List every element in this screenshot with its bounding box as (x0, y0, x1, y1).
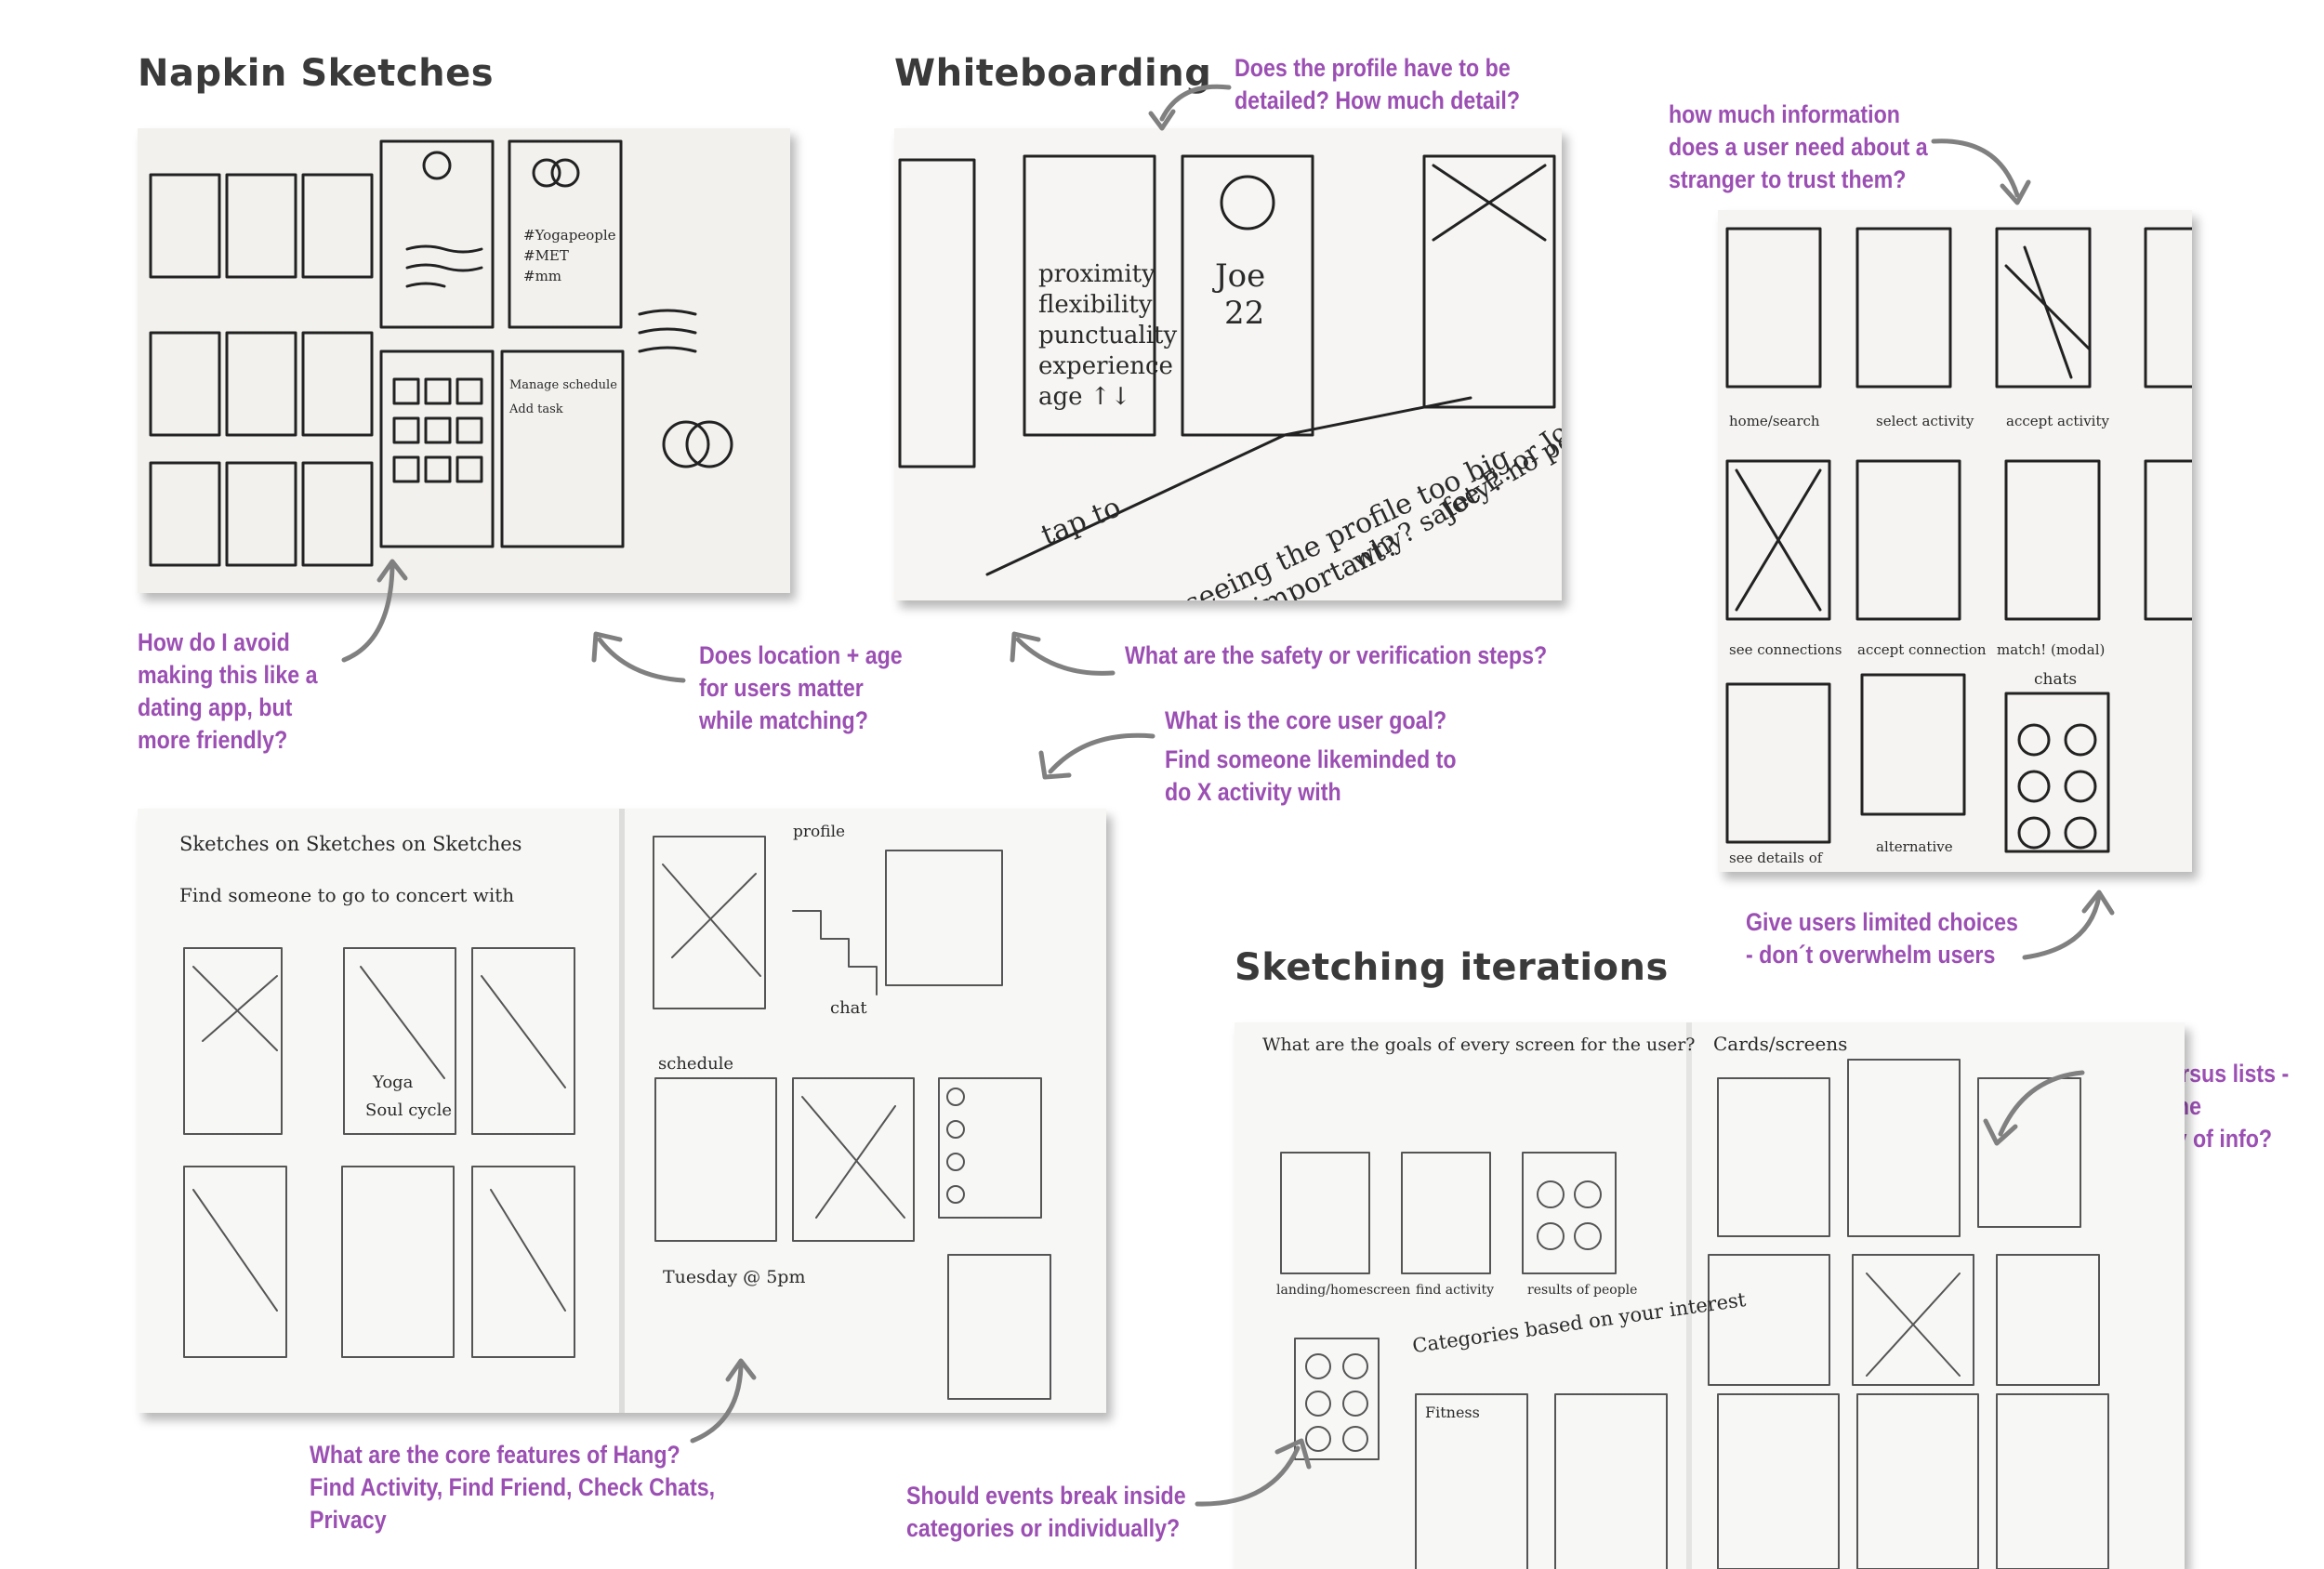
svg-text:accept connection: accept connection (1857, 641, 1987, 658)
arrow-cards-vs-lists (1983, 1070, 2085, 1146)
svg-text:landing/homescreen: landing/homescreen (1276, 1283, 1410, 1298)
note-trust: how much information does a user need ab… (1669, 100, 1928, 193)
arrow-core-goal (1038, 732, 1155, 780)
svg-text:Soul cycle: Soul cycle (365, 1101, 452, 1120)
svg-text:Fitness: Fitness (1425, 1404, 1480, 1421)
svg-text:accept activity: accept activity (2006, 413, 2109, 429)
section-title-whiteboarding: Whiteboarding (894, 52, 1212, 95)
arrow-location (591, 631, 686, 683)
note-profile-detail: Does the profile have to be detailed? Ho… (1235, 54, 1521, 114)
svg-text:schedule: schedule (658, 1054, 733, 1074)
photo-sketching-iterations: What are the goals of every screen for t… (1235, 1022, 2185, 1569)
note-location: Does location + age for users matter whi… (699, 641, 903, 734)
svg-text:see details of: see details of (1729, 850, 1824, 866)
photo-napkin-sketches: #Yogapeople #MET #mm Manage schedule Add… (138, 128, 790, 593)
notebook-drawing: Sketches on Sketches on Sketches Find so… (138, 809, 1106, 1413)
svg-text:home/search: home/search (1729, 413, 1820, 429)
photo-whiteboard: proximity flexibility punctuality experi… (894, 128, 1562, 600)
arrow-trust (1931, 138, 2031, 205)
svg-text:Add task: Add task (508, 402, 563, 416)
section-title-napkin: Napkin Sketches (138, 52, 495, 95)
svg-text:age ↑↓: age ↑↓ (1038, 383, 1130, 411)
arrow-safety (1010, 631, 1116, 676)
svg-text:alternative: alternative (1876, 838, 1953, 855)
svg-text:match! (modal): match! (modal) (1997, 641, 2105, 658)
whiteboard-drawing: proximity flexibility punctuality experi… (894, 128, 1562, 600)
svg-text:proximity: proximity (1038, 260, 1155, 288)
section-title-iterations: Sketching iterations (1235, 946, 1669, 989)
note-dating: How do I avoid making this like a dating… (138, 628, 318, 754)
photo-notebook-spread: Sketches on Sketches on Sketches Find so… (138, 809, 1106, 1413)
svg-text:Sketches on Sketches on Sketch: Sketches on Sketches on Sketches (179, 833, 522, 855)
svg-text:select activity: select activity (1876, 413, 1974, 429)
svg-text:Cards/screens: Cards/screens (1713, 1033, 1847, 1055)
note-core-goal: What is the core user goal? (1165, 706, 1447, 734)
svg-text:What are the goals of every sc: What are the goals of every screen for t… (1262, 1035, 1696, 1055)
iterations-drawing: What are the goals of every screen for t… (1235, 1022, 2185, 1569)
note-find-someone: Find someone likeminded to do X activity… (1165, 745, 1457, 806)
note-core-features: What are the core features of Hang? Find… (310, 1441, 716, 1534)
svg-text:Tuesday @ 5pm: Tuesday @ 5pm (663, 1267, 805, 1287)
svg-text:find activity: find activity (1416, 1283, 1494, 1298)
photo-phone-sketches: home/search select activity accept activ… (1718, 210, 2192, 872)
svg-text:see connections: see connections (1729, 641, 1842, 658)
svg-text:flexibility: flexibility (1038, 291, 1153, 319)
svg-text:#Yogapeople: #Yogapeople (523, 227, 616, 244)
svg-text:results of people: results of people (1527, 1283, 1637, 1298)
svg-text:Manage schedule: Manage schedule (509, 378, 617, 392)
arrow-limited-choices (2022, 890, 2115, 960)
phone-sketches-drawing: home/search select activity accept activ… (1718, 210, 2192, 872)
svg-text:Find someone to go to concert: Find someone to go to concert with (179, 884, 514, 906)
arrow-core-features (690, 1358, 757, 1444)
svg-text:22: 22 (1224, 295, 1264, 332)
svg-text:punctuality: punctuality (1038, 322, 1177, 349)
svg-text:Joe: Joe (1212, 257, 1265, 295)
svg-text:profile: profile (793, 823, 845, 841)
arrow-profile-detail (1148, 84, 1232, 131)
note-events: Should events break inside categories or… (906, 1482, 1186, 1542)
arrow-events (1195, 1438, 1312, 1507)
svg-text:#MET: #MET (523, 247, 569, 264)
svg-text:Yoga: Yoga (372, 1073, 414, 1092)
arrow-dating (341, 559, 408, 663)
napkin-sketch-drawing: #Yogapeople #MET #mm Manage schedule Add… (138, 128, 790, 593)
note-safety: What are the safety or verification step… (1125, 641, 1548, 669)
svg-text:chats: chats (2034, 670, 2077, 689)
svg-text:experience: experience (1038, 352, 1173, 380)
svg-text:chat: chat (830, 998, 867, 1018)
note-limited-choices: Give users limited choices - don´t overw… (1746, 908, 2018, 969)
svg-text:#mm: #mm (523, 268, 561, 284)
